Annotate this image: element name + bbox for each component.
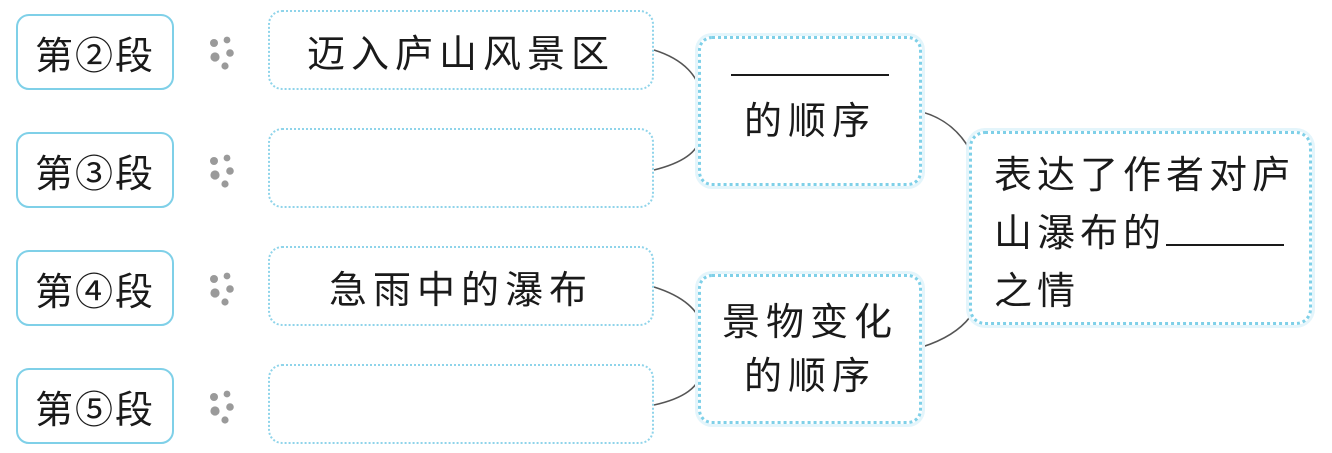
group-text: 的顺序 [743, 354, 876, 398]
conclusion-line: 之情 [994, 269, 1081, 313]
content-box-para3[interactable] [268, 128, 654, 208]
paragraph-label-text: 第④段 [34, 269, 155, 314]
group-box-1: 的顺序 [698, 36, 922, 186]
paragraph-label-4: 第④段 [16, 250, 174, 326]
content-box-para5[interactable] [268, 364, 654, 444]
content-text: 迈入庐山风景区 [306, 31, 615, 76]
paragraph-label-5: 第⑤段 [16, 368, 174, 444]
footprint-dots-icon [210, 36, 234, 70]
answer-blank[interactable] [1166, 204, 1285, 246]
answer-blank[interactable] [731, 74, 889, 76]
conclusion-box: 表达了作者对庐 山瀑布的 之情 [969, 131, 1312, 325]
conclusion-line: 山瀑布的 [994, 204, 1291, 262]
connector-para4-group2 [653, 286, 701, 323]
content-box-para2: 迈入庐山风景区 [268, 10, 654, 90]
group-text: 景物变化 [721, 300, 898, 344]
conclusion-line: 表达了作者对庐 [994, 153, 1296, 197]
paragraph-label-text: 第②段 [34, 33, 155, 78]
paragraph-label-2: 第②段 [16, 14, 174, 90]
content-text: 急雨中的瀑布 [328, 267, 593, 312]
footprint-dots-icon [210, 154, 234, 188]
group-text: 的顺序 [743, 99, 876, 143]
conclusion-text: 山瀑布的 [994, 211, 1167, 255]
connector-group2-conclusion [921, 316, 971, 348]
content-box-para4: 急雨中的瀑布 [268, 246, 654, 326]
group-box-2: 景物变化 的顺序 [698, 274, 922, 424]
connector-para5-group2 [653, 374, 701, 406]
paragraph-label-text: 第⑤段 [34, 387, 155, 432]
footprint-dots-icon [210, 272, 234, 306]
paragraph-label-3: 第③段 [16, 132, 174, 208]
paragraph-label-text: 第③段 [34, 151, 155, 196]
footprint-dots-icon [210, 390, 234, 424]
connector-group1-conclusion [921, 111, 971, 151]
connector-para2-group1 [653, 49, 701, 93]
connector-para3-group1 [653, 137, 701, 171]
